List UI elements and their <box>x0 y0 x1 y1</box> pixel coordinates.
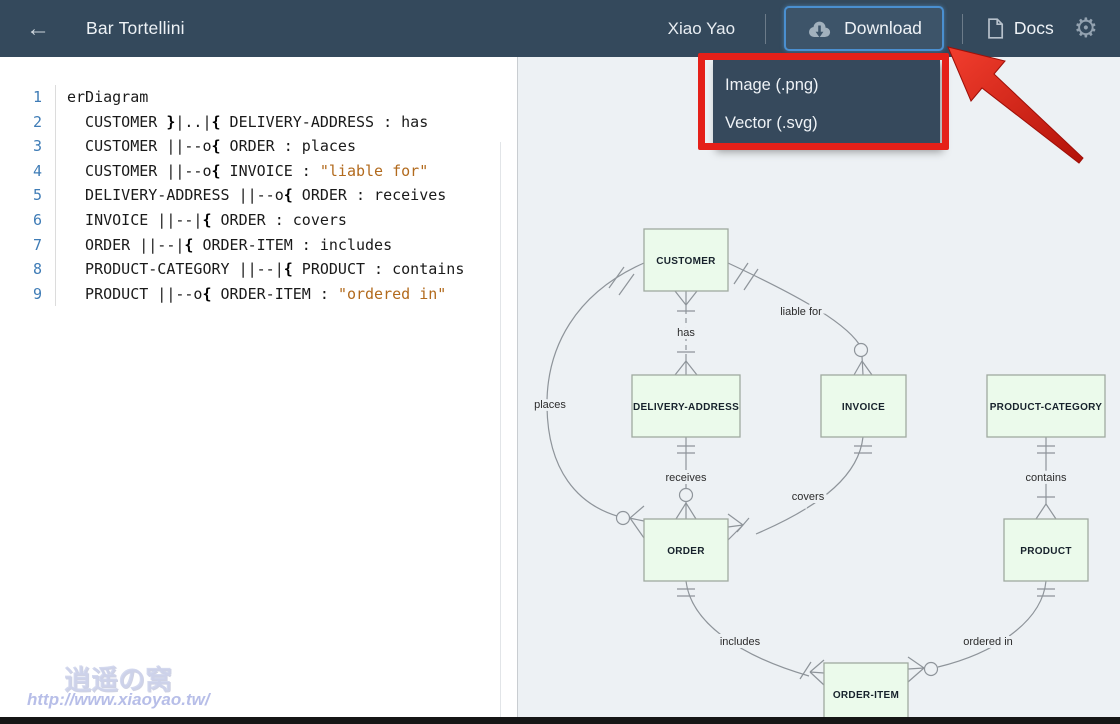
code-line: 7 ORDER ||--|{ ORDER-ITEM : includes <box>0 232 517 258</box>
line-number: 1 <box>0 85 56 110</box>
diagram-panel: CUSTOMER DELIVERY-ADDRESS INVOICE PRODUCT-C… <box>517 57 1120 724</box>
line-number: 6 <box>0 207 56 233</box>
edge-label: has <box>677 327 695 339</box>
cloud-download-icon <box>809 21 831 37</box>
line-number: 5 <box>0 183 56 208</box>
download-button-label: Download <box>844 18 922 38</box>
download-menu: Image (.png) Vector (.svg) <box>713 60 940 148</box>
line-number: 2 <box>0 109 56 135</box>
line-number: 3 <box>0 134 56 159</box>
svg-text:PRODUCT-CATEGORY: PRODUCT-CATEGORY <box>990 402 1103 413</box>
line-number: 7 <box>0 232 56 258</box>
entity-DELIVERY-ADDRESS: DELIVERY-ADDRESS <box>631 374 741 438</box>
gear-icon[interactable]: ⚙ <box>1073 13 1098 43</box>
er-diagram-svg: CUSTOMER DELIVERY-ADDRESS INVOICE PRODUCT-C… <box>531 228 1106 724</box>
svg-text:DELIVERY-ADDRESS: DELIVERY-ADDRESS <box>633 402 739 413</box>
code-line: 8 PRODUCT-CATEGORY ||--|{ PRODUCT : cont… <box>0 257 517 282</box>
header-divider <box>765 13 767 44</box>
watermark-logo: 逍遥の窝 <box>64 665 172 695</box>
editor-scrollbar[interactable] <box>500 142 501 717</box>
back-arrow-icon[interactable]: ← <box>26 14 50 42</box>
entity-ORDER-ITEM: ORDER-ITEM <box>823 662 909 724</box>
line-number: 4 <box>0 158 56 184</box>
edge-label: places <box>534 399 566 411</box>
header-divider <box>961 13 963 44</box>
line-number: 8 <box>0 257 56 282</box>
edge-label: ordered in <box>963 636 1013 648</box>
edge-label: receives <box>666 472 707 484</box>
entity-PRODUCT: PRODUCT <box>1003 518 1089 582</box>
code-line: 5 DELIVERY-ADDRESS ||--o{ ORDER : receiv… <box>0 183 517 208</box>
menu-item[interactable]: Image (.png) <box>725 76 819 94</box>
entity-CUSTOMER: CUSTOMER <box>643 228 729 292</box>
code-line: 3 CUSTOMER ||--o{ ORDER : places <box>0 134 517 159</box>
header-bar: ← Bar Tortellini Xiao Yao Download <box>0 0 1120 57</box>
edge-label: liable for <box>780 306 822 318</box>
username-label: Xiao Yao <box>667 18 736 38</box>
edge-label: includes <box>720 636 761 648</box>
svg-text:CUSTOMER: CUSTOMER <box>656 256 716 267</box>
code-line: 9 PRODUCT ||--o{ ORDER-ITEM : "ordered i… <box>0 281 517 307</box>
line-number: 9 <box>0 281 56 307</box>
page-title: Bar Tortellini <box>86 18 185 38</box>
docs-button[interactable]: Docs <box>987 18 1054 39</box>
svg-text:PRODUCT: PRODUCT <box>1020 546 1072 557</box>
bottom-edge-bar <box>0 717 1120 724</box>
document-icon <box>988 18 1003 39</box>
entity-INVOICE: INVOICE <box>820 374 907 438</box>
svg-text:ORDER-ITEM: ORDER-ITEM <box>833 690 899 701</box>
code-line: 6 INVOICE ||--|{ ORDER : covers <box>0 207 517 233</box>
menu-item[interactable]: Vector (.svg) <box>725 114 818 132</box>
entity-PRODUCT-CATEGORY: PRODUCT-CATEGORY <box>986 374 1106 438</box>
code-line: 2 CUSTOMER }|..|{ DELIVERY-ADDRESS : has <box>0 109 517 135</box>
svg-text:INVOICE: INVOICE <box>842 402 885 413</box>
watermark-url: http://www.xiaoyao.tw/ <box>27 690 210 709</box>
edge-label: contains <box>1026 472 1067 484</box>
edge-label: covers <box>792 491 825 503</box>
entity-ORDER: ORDER <box>643 518 729 582</box>
download-button[interactable]: Download <box>784 6 944 51</box>
docs-button-label: Docs <box>1013 18 1054 38</box>
code-line: 4 CUSTOMER ||--o{ INVOICE : "liable for" <box>0 158 517 184</box>
svg-text:ORDER: ORDER <box>667 546 705 557</box>
